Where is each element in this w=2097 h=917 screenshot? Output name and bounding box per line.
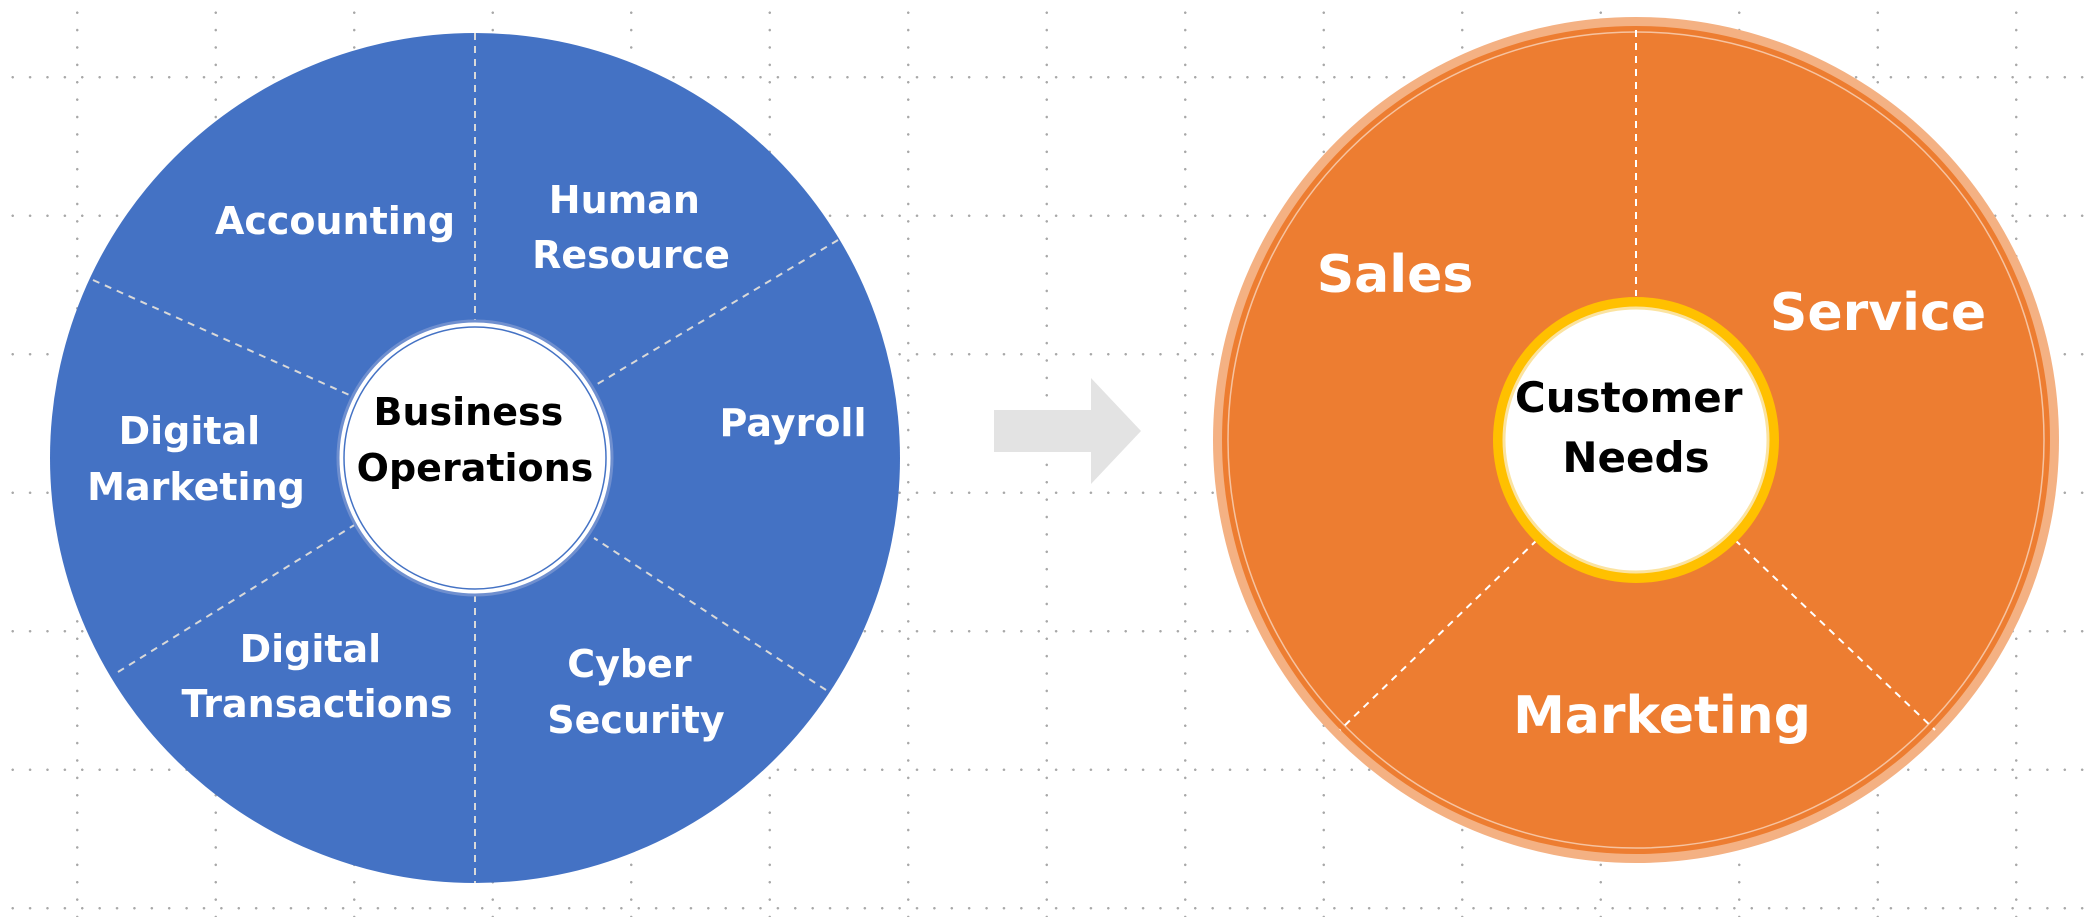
segment-digital-transactions: Digital Transactions bbox=[182, 627, 453, 726]
segment-digital-transactions-line-1: Digital bbox=[240, 627, 382, 671]
segment-marketing: Marketing bbox=[1513, 686, 1811, 746]
segment-sales: Sales bbox=[1317, 245, 1474, 305]
segment-digital-transactions-line-2: Transactions bbox=[182, 682, 453, 726]
segment-accounting-line-1: Accounting bbox=[215, 199, 455, 243]
center-line-1: Customer bbox=[1515, 373, 1743, 422]
segment-sales-line-1: Sales bbox=[1317, 245, 1474, 305]
segment-human-resource-line-2: Resource bbox=[532, 233, 730, 277]
business-operations-label: Business Operations bbox=[357, 390, 594, 490]
divider-lower-right bbox=[1734, 539, 1936, 731]
segment-cyber-security-line-1: Cyber bbox=[567, 642, 692, 686]
segment-marketing-line-1: Marketing bbox=[1513, 686, 1811, 746]
customer-needs-hub bbox=[1502, 306, 1770, 574]
segment-service-line-1: Service bbox=[1770, 283, 1986, 343]
business-operations-hub bbox=[336, 319, 614, 597]
segment-digital-marketing-line-1: Digital bbox=[119, 409, 261, 453]
segment-human-resource-line-1: Human bbox=[549, 178, 700, 222]
divider-lower-left bbox=[1339, 539, 1538, 731]
hub-inner-ring bbox=[343, 326, 607, 590]
segment-human-resource: Human Resource bbox=[532, 178, 730, 277]
center-line-2: Needs bbox=[1562, 433, 1709, 482]
customer-needs-label: Customer Needs bbox=[1515, 373, 1757, 482]
center-line-2: Operations bbox=[357, 446, 594, 490]
segment-digital-marketing: Digital Marketing bbox=[87, 409, 305, 509]
segment-payroll: Payroll bbox=[720, 401, 867, 445]
blue-wheel-dividers bbox=[92, 33, 839, 883]
right-arrow-icon bbox=[994, 378, 1141, 484]
segment-digital-marketing-line-2: Marketing bbox=[87, 465, 305, 509]
divider-upper-right bbox=[593, 239, 839, 387]
center-line-1: Business bbox=[374, 390, 564, 434]
customer-needs-wheel: Customer Needs Sales Service Marketing bbox=[1213, 17, 2059, 863]
segment-cyber-security: Cyber Security bbox=[547, 642, 725, 742]
segment-service: Service bbox=[1770, 283, 1986, 343]
business-operations-wheel: Business Operations Accounting Human Res… bbox=[50, 33, 900, 883]
orange-wheel-dividers bbox=[1339, 30, 1936, 731]
divider-upper-left bbox=[92, 279, 357, 399]
segment-accounting: Accounting bbox=[215, 199, 455, 243]
segment-payroll-line-1: Payroll bbox=[720, 401, 867, 445]
segment-cyber-security-line-2: Security bbox=[547, 698, 725, 742]
